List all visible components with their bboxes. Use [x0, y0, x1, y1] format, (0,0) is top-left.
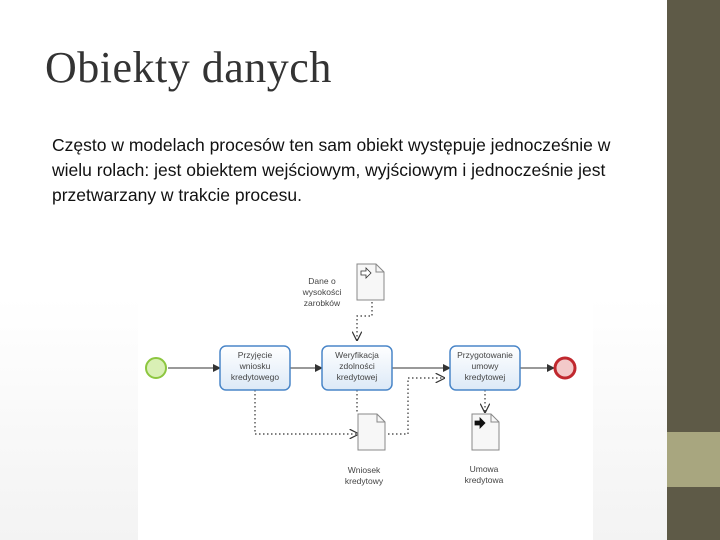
task1-label-2: wniosku: [239, 361, 271, 371]
data-input-icon: [360, 267, 372, 279]
income-label-3: zarobków: [304, 298, 341, 308]
income-label-2: wysokości: [302, 287, 342, 297]
contract-label-2: kredytowa: [465, 475, 504, 485]
start-event: [145, 357, 167, 379]
data-output-icon: [474, 417, 486, 429]
assoc-income-to-verify: [357, 302, 373, 340]
slide-title: Obiekty danych: [45, 43, 332, 92]
task3-label-3: kredytowej: [465, 372, 506, 382]
task-receive-application: Przyjęcie wniosku kredytowego: [219, 345, 291, 391]
task3-label-2: umowy: [472, 361, 500, 371]
side-bar-accent: [667, 432, 720, 487]
bpmn-diagram-svg: Przyjęcie wniosku kredytowego Weryfikacj…: [145, 263, 577, 486]
side-bar-dark: [667, 0, 720, 432]
side-bar-bottom: [667, 487, 720, 540]
task2-label-2: zdolności: [339, 361, 375, 371]
assoc-application-to-task3: [384, 378, 444, 435]
data-object-income: Dane o wysokości zarobków: [302, 263, 385, 308]
end-event: [553, 356, 577, 380]
assoc-task1-to-application: [254, 390, 358, 434]
application-label-2: kredytowy: [345, 476, 384, 486]
data-associations: [254, 302, 485, 435]
task2-label-1: Weryfikacja: [335, 350, 379, 360]
task2-label-3: kredytowej: [337, 372, 378, 382]
task-prepare-contract: Przygotowanie umowy kredytowej: [449, 345, 521, 391]
task3-label-1: Przygotowanie: [457, 350, 513, 360]
bpmn-diagram: Przyjęcie wniosku kredytowego Weryfikacj…: [138, 250, 593, 540]
slide-paragraph: Często w modelach procesów ten sam obiek…: [52, 135, 611, 205]
data-object-application: Wniosek kredytowy: [345, 413, 386, 486]
task-verify-creditworthiness: Weryfikacja zdolności kredytowej: [321, 345, 393, 391]
task1-label-3: kredytowego: [231, 372, 279, 382]
contract-label-1: Umowa: [470, 464, 499, 474]
data-object-contract: Umowa kredytowa: [465, 413, 504, 485]
income-label-1: Dane o: [308, 276, 336, 286]
task1-label-1: Przyjęcie: [238, 350, 273, 360]
application-label-1: Wniosek: [348, 465, 381, 475]
